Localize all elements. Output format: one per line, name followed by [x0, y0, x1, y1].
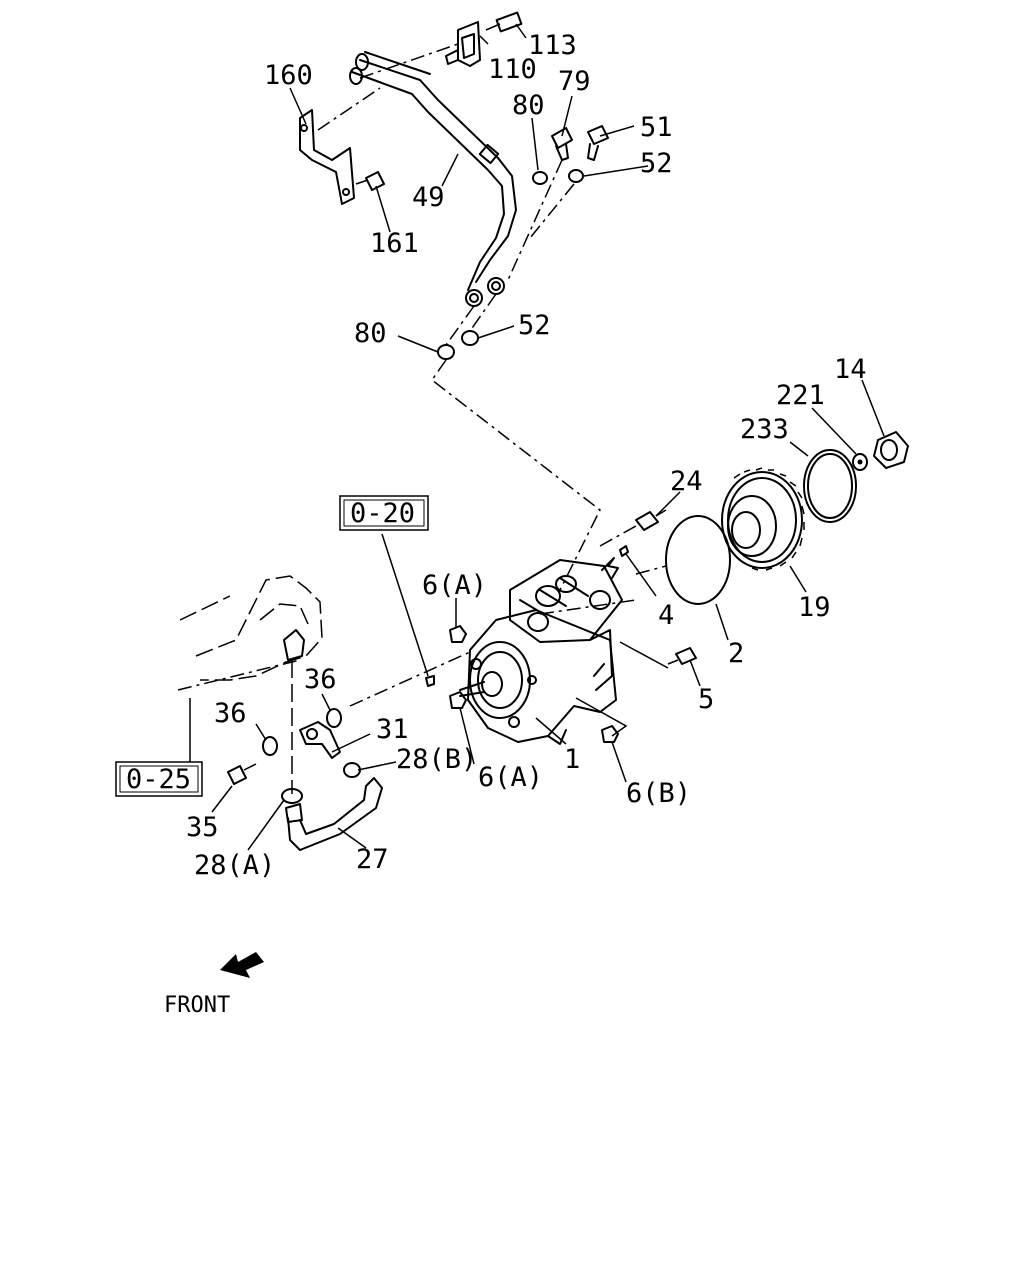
banjo-bolt-51 [587, 125, 609, 161]
washer-52-upper [568, 169, 584, 183]
hose-27 [285, 777, 383, 851]
washer-221-hole [857, 459, 863, 465]
callout-79: 79 [558, 66, 591, 97]
callout-6a-lower: 6(A) [478, 762, 543, 793]
dash-line [430, 359, 601, 591]
nut-6b [601, 725, 619, 743]
callout-80-upper: 80 [512, 90, 545, 121]
washer-36-upper [326, 708, 342, 728]
key-4 [601, 545, 629, 579]
callout-6b: 6(B) [626, 778, 691, 809]
washer-221 [852, 453, 868, 471]
leader-5-line [619, 641, 669, 669]
clamp-28b [343, 762, 361, 778]
ring-233-inner [807, 453, 853, 519]
callout-28a: 28(A) [194, 850, 275, 881]
bracket-160 [299, 109, 355, 205]
union-31 [299, 721, 341, 759]
callout-49: 49 [412, 182, 445, 213]
pipe-49 [349, 51, 517, 307]
reference-box-0-25: 0-25 [115, 761, 203, 797]
reference-label-0-20: 0-20 [350, 498, 415, 529]
nut-6a-lower [449, 691, 467, 709]
bolt-5 [667, 647, 697, 665]
dash-line [507, 159, 563, 281]
callout-110: 110 [488, 54, 537, 85]
reference-label-0-25: 0-25 [126, 764, 191, 795]
callout-31: 31 [376, 714, 409, 745]
dash-line [445, 305, 475, 346]
callout-52-upper: 52 [640, 148, 673, 179]
callout-1: 1 [564, 744, 580, 775]
callout-4: 4 [658, 600, 674, 631]
callout-233: 233 [740, 414, 789, 445]
callout-27: 27 [356, 844, 389, 875]
dash-line [469, 293, 497, 332]
dash-line [317, 87, 381, 131]
callout-113: 113 [528, 30, 577, 61]
washer-52-lower [461, 330, 479, 346]
front-label: FRONT [164, 993, 230, 1018]
dash-line [359, 43, 459, 79]
callout-51: 51 [640, 112, 673, 143]
dash-line [177, 659, 301, 691]
pin-0-20 [425, 675, 435, 687]
sensor-24 [635, 509, 667, 531]
dash-line [539, 599, 637, 615]
callout-161: 161 [370, 228, 419, 259]
nut-6a-upper [449, 625, 467, 643]
callout-5: 5 [698, 684, 714, 715]
leader-6b-line [575, 697, 628, 737]
ring-233 [803, 449, 857, 523]
callout-28b: 28(B) [396, 744, 477, 775]
reference-box-0-20: 0-20 [339, 495, 429, 531]
engine-outline [179, 575, 323, 681]
clamp-28a [281, 788, 303, 804]
clip-110 [445, 21, 481, 67]
callout-52-lower: 52 [518, 310, 551, 341]
front-arrow-icon [220, 952, 264, 978]
callout-24: 24 [670, 466, 703, 497]
gear-19 [721, 467, 805, 571]
o-ring-2 [665, 515, 731, 605]
callout-14: 14 [834, 354, 867, 385]
bolt-35 [227, 763, 257, 785]
washer-80-lower [437, 344, 455, 360]
dash-line [635, 565, 667, 575]
bolt-161 [355, 171, 385, 191]
callout-6a-upper: 6(A) [422, 570, 487, 601]
callout-35: 35 [186, 812, 219, 843]
callout-2: 2 [728, 638, 744, 669]
dash-line [599, 525, 637, 547]
nut-14 [873, 431, 909, 469]
dash-line [529, 183, 575, 239]
washer-36-lower [262, 736, 278, 756]
callout-221: 221 [776, 380, 825, 411]
leader-lines [189, 23, 885, 851]
dash-line [349, 651, 471, 707]
callout-36-upper: 36 [304, 664, 337, 695]
pump-body-1 [459, 559, 623, 745]
callout-80-lower: 80 [354, 318, 387, 349]
banjo-bolt-79 [551, 127, 573, 161]
bolt-113 [485, 11, 523, 33]
callout-36-lower: 36 [214, 698, 247, 729]
washer-80-upper [532, 171, 548, 185]
callout-160: 160 [264, 60, 313, 91]
callout-19: 19 [798, 592, 831, 623]
